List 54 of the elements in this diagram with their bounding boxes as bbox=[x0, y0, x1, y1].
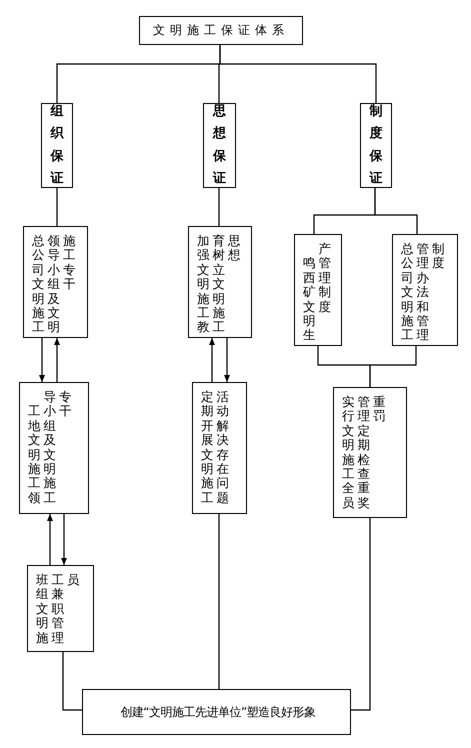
goal-text: 创建“文明施工先进单位”塑造良好形象 bbox=[120, 704, 316, 720]
connector-line bbox=[218, 188, 220, 226]
box-text: 总公司文明施工 bbox=[32, 234, 44, 335]
box-text: 工地文明施工领 bbox=[28, 402, 40, 505]
box-text: 思想 bbox=[228, 234, 240, 264]
box-text: 员 bbox=[67, 573, 80, 589]
box-text: 工兼职管理 bbox=[52, 573, 64, 645]
process-box bbox=[23, 226, 88, 338]
category-box bbox=[41, 103, 73, 188]
goal-box bbox=[82, 689, 351, 735]
box-text: 管理定期检查重奖 bbox=[358, 395, 370, 510]
category-box bbox=[203, 103, 236, 188]
box-text: 实行文明施工全员 bbox=[342, 395, 354, 510]
category-text: 思想保证 bbox=[213, 103, 226, 188]
process-box bbox=[294, 234, 342, 346]
box-text: 总公司文明施工 bbox=[401, 242, 414, 343]
box-text: 定期开展文明施工 bbox=[201, 390, 214, 505]
box-text: 导小组及文明施工 bbox=[44, 390, 56, 505]
box-text: 制度 bbox=[432, 242, 444, 272]
connector-line bbox=[218, 514, 220, 689]
category-text: 制度保证 bbox=[370, 103, 382, 188]
process-box bbox=[192, 382, 247, 514]
connector-line bbox=[56, 188, 58, 226]
box-text: 鸣西矿文明生 bbox=[303, 254, 316, 343]
box-text: 重罚 bbox=[373, 395, 386, 426]
connector-line bbox=[351, 518, 371, 711]
arrow bbox=[54, 338, 60, 382]
process-box bbox=[27, 565, 94, 652]
connector-line bbox=[62, 652, 82, 711]
title-text: 文明施工保证体系 bbox=[153, 22, 289, 39]
box-text: 活动解决存在问题 bbox=[216, 390, 229, 505]
connector-line bbox=[369, 346, 417, 387]
arrow bbox=[209, 338, 215, 382]
box-text: 施工专干 bbox=[63, 234, 76, 294]
box-text: 产管理制度 bbox=[318, 242, 331, 316]
process-box bbox=[333, 387, 407, 518]
box-text: 班组文明施 bbox=[36, 573, 48, 645]
category-box bbox=[360, 103, 392, 188]
box-text: 领导小组及文明 bbox=[48, 234, 60, 335]
process-box bbox=[19, 382, 89, 514]
box-text: 加强文明施工教 bbox=[197, 234, 210, 335]
box-text: 育树立文明施工 bbox=[212, 234, 225, 335]
arrow bbox=[224, 338, 230, 382]
category-text: 组织保证 bbox=[50, 103, 64, 188]
connector-line bbox=[219, 45, 377, 103]
box-text: 管理办法和管理 bbox=[416, 242, 429, 343]
title-box bbox=[139, 16, 303, 45]
process-box bbox=[188, 226, 252, 338]
arrow bbox=[61, 514, 67, 565]
box-text: 专干 bbox=[59, 390, 72, 420]
arrow bbox=[47, 514, 53, 565]
arrow bbox=[39, 338, 45, 382]
process-box bbox=[392, 234, 458, 346]
connector-line bbox=[374, 188, 418, 234]
